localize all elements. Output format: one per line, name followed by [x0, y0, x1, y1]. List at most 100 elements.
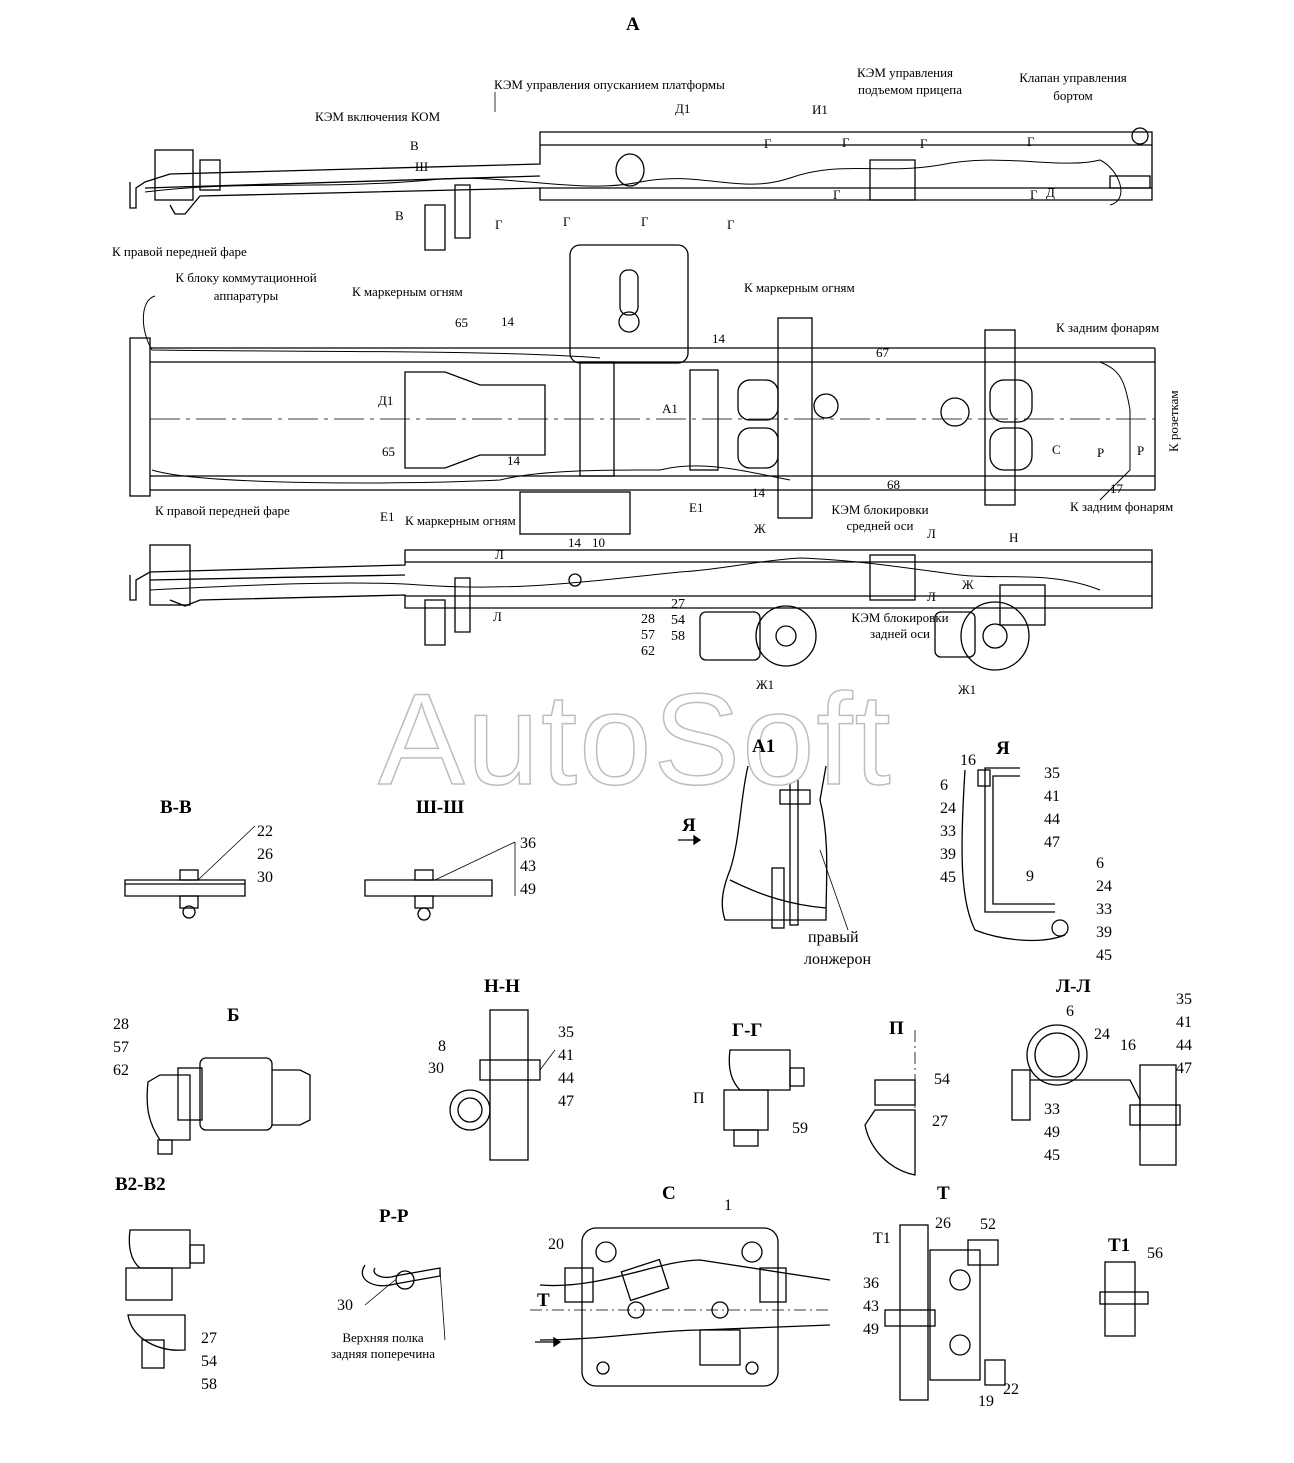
callout-kem-rear-2: задней оси	[869, 626, 931, 641]
detail-gg	[723, 1049, 805, 1147]
nn-number-8: 8	[438, 1038, 446, 1055]
callout-right-headlamp-bottom: К правой передней фаре	[155, 503, 290, 518]
section-a1-title: А1	[752, 736, 776, 757]
ll-number-16: 16	[1120, 1037, 1136, 1054]
callout-marker-bottom: К маркерным огням	[405, 513, 516, 528]
number-14-d: 14	[752, 485, 765, 500]
mark-r-1: Р	[1097, 445, 1105, 460]
detail-shsh	[364, 841, 516, 921]
mark-g-1: Г	[495, 217, 503, 232]
mark-r-2: Р	[1137, 443, 1145, 458]
mark-g-4: Г	[727, 217, 735, 232]
callout-switch-block-1: К блоку коммутационной	[175, 270, 317, 285]
mark-l-1: Л	[927, 526, 936, 541]
detail-rr	[361, 1264, 446, 1341]
mark-v: В	[410, 138, 419, 153]
section-ya-arrow: Я	[682, 815, 696, 836]
detail-v2v2	[125, 1229, 205, 1369]
top-side-view	[129, 92, 1153, 251]
callout-right-rail-1: правый	[808, 929, 859, 946]
number-17: 17	[1110, 481, 1123, 496]
detail-vv	[124, 825, 256, 919]
number-14-e: 14	[568, 535, 581, 550]
callout-right-headlamp-top: К правой передней фаре	[112, 244, 247, 259]
section-v2v2-title: В2-В2	[115, 1174, 166, 1195]
section-vv-title: В-В	[160, 797, 192, 818]
gg-number-59: 59	[792, 1120, 808, 1137]
mark-l-3: Л	[495, 547, 504, 562]
callout-kem-mid-2: средней оси	[846, 518, 914, 533]
section-gg-title: Г-Г	[732, 1020, 763, 1041]
number-68: 68	[887, 477, 900, 492]
mark-zh: Ж	[754, 521, 766, 536]
callout-kem-kom: КЭМ включения КОМ	[315, 109, 441, 124]
c-mark-t: Т	[537, 1290, 550, 1311]
c-number-1: 1	[724, 1197, 732, 1214]
callout-valve-2: бортом	[1053, 88, 1093, 103]
mark-zh1-b: Ж1	[958, 682, 977, 697]
mark-d1-plan: Д1	[378, 393, 394, 408]
p-number-27: 27	[932, 1113, 948, 1130]
mark-s-plan: С	[1052, 442, 1061, 457]
callout-kem-trailer-2: подъемом прицепа	[857, 82, 963, 97]
section-shsh-title: Ш-Ш	[416, 797, 465, 818]
mark-g-2: Г	[563, 214, 571, 229]
mark-g-5: Г	[764, 136, 772, 151]
mark-n: Н	[1009, 530, 1019, 545]
callout-kem-platform: КЭМ управления опусканием платформы	[494, 77, 725, 92]
t-mark-t1: Т1	[873, 1230, 891, 1247]
mark-g-10: Г	[1030, 187, 1038, 202]
t-number-52: 52	[980, 1216, 996, 1233]
mark-zh-b: Ж	[962, 577, 974, 592]
ya-number-9: 9	[1026, 868, 1034, 885]
detail-p	[864, 1030, 916, 1176]
detail-t	[884, 1224, 1006, 1401]
leader-stack-bottom-left: 28 57 62	[641, 612, 655, 659]
t-number-19: 19	[978, 1393, 994, 1410]
mark-e1-left: Е1	[380, 509, 395, 524]
callout-rr-1: Верхняя полка	[342, 1330, 424, 1345]
mark-v-2: В	[395, 208, 404, 223]
number-14-b: 14	[712, 331, 725, 346]
callout-rr-2: задняя поперечина	[330, 1346, 436, 1361]
mark-i1: И1	[812, 102, 828, 117]
mark-d: Д	[1046, 185, 1055, 200]
section-ll-title: Л-Л	[1056, 976, 1091, 997]
bottom-side-view	[129, 544, 1153, 671]
callout-valve-1: Клапан управления	[1019, 70, 1127, 85]
gg-mark-p: П	[693, 1090, 705, 1107]
section-rr-title: Р-Р	[379, 1206, 409, 1227]
detail-ll	[1011, 1024, 1181, 1166]
mark-sh: Ш	[415, 159, 429, 174]
section-p-title: П	[889, 1018, 904, 1039]
mark-g-8: Г	[1027, 134, 1035, 149]
number-14-a: 14	[501, 314, 514, 329]
callout-kem-rear-1: КЭМ блокировки	[851, 610, 949, 625]
mark-a1-plan: А1	[662, 401, 678, 416]
number-67: 67	[876, 345, 889, 360]
section-nn-title: Н-Н	[484, 976, 520, 997]
detail-a1	[678, 765, 849, 931]
number-14-c: 14	[507, 453, 520, 468]
section-c-title: С	[662, 1183, 676, 1204]
ll-number-6: 6	[1066, 1003, 1074, 1020]
mark-l-4: Л	[493, 609, 502, 624]
number-10: 10	[592, 535, 605, 550]
callout-right-rail-2: лонжерон	[804, 951, 872, 968]
mark-g-7: Г	[920, 136, 928, 151]
nn-number-30: 30	[428, 1060, 444, 1077]
p-number-54: 54	[934, 1071, 950, 1088]
leader-stack-bottom-right: 27 54 58	[671, 597, 685, 644]
rr-number-30: 30	[337, 1297, 353, 1314]
mark-l-2: Л	[927, 589, 936, 604]
